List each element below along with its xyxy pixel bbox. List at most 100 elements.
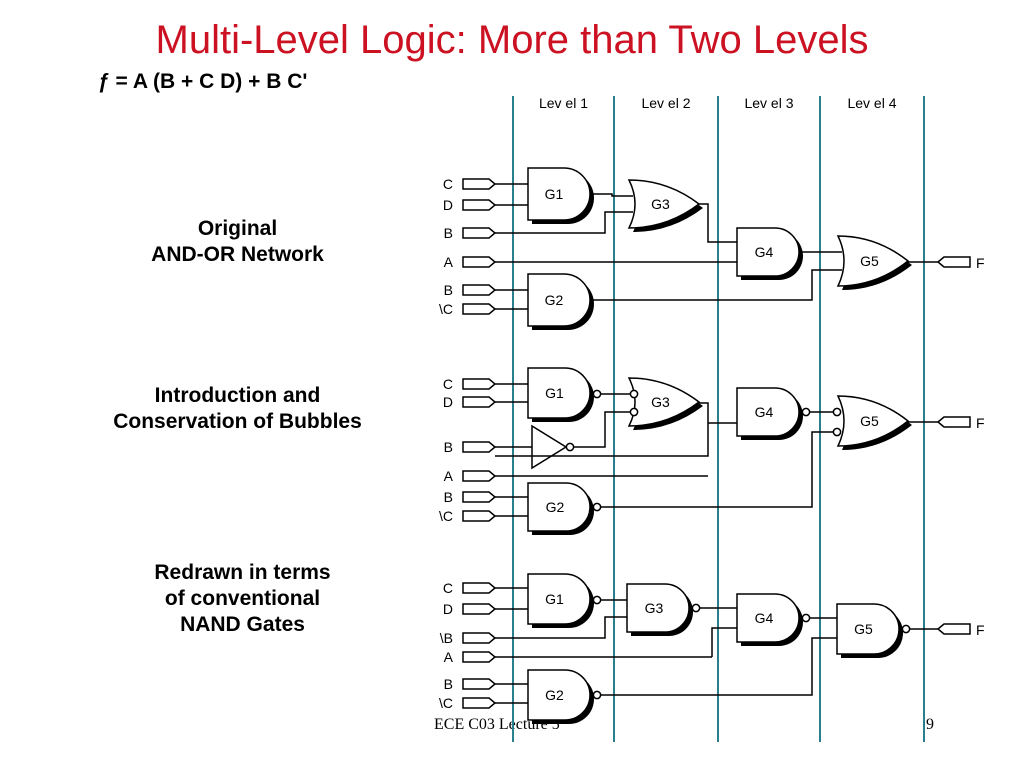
inversion-bubble (629, 389, 639, 399)
inversion-bubble (901, 624, 911, 634)
gate-label: G5 (854, 621, 873, 637)
input-connector (462, 697, 497, 709)
or-gate: G3 (627, 179, 703, 232)
output-connector (936, 256, 971, 268)
wire (711, 627, 737, 657)
and-gate: G5 (836, 603, 903, 658)
input-connector (462, 284, 497, 296)
input-label: B (444, 489, 453, 505)
or-gate: G5 (836, 395, 912, 450)
gate-label: G1 (545, 186, 564, 202)
input-connector (462, 582, 497, 594)
gate-label: G1 (545, 385, 564, 401)
inversion-bubble (565, 442, 575, 452)
inverter-body (531, 424, 568, 470)
input-label: B (444, 676, 453, 692)
input-connector (462, 256, 497, 268)
gate-body (527, 167, 591, 221)
and-gate: G1 (527, 167, 594, 224)
input-connector (462, 470, 497, 482)
wire (495, 402, 709, 457)
gate-label: G3 (651, 394, 670, 410)
gate-label: G2 (545, 292, 564, 308)
input-label: B (444, 282, 453, 298)
inversion-bubble (592, 690, 602, 700)
section-label-line: Original (197, 217, 278, 240)
section-label-bubbles: Introduction and Conservation of Bubbles (70, 383, 405, 435)
input-label: \B (440, 630, 453, 646)
gate-body (736, 387, 800, 437)
output-label: F (976, 622, 985, 638)
level-header: Lev el 4 (847, 95, 896, 111)
section-label-line: Redrawn in terms (154, 561, 331, 584)
inversion-bubble (832, 407, 842, 417)
gate-label: G4 (755, 244, 774, 260)
gate-body (527, 273, 591, 327)
inversion-bubble (801, 407, 811, 417)
wire (699, 203, 737, 243)
gate-body (836, 603, 900, 655)
inversion-bubble (592, 595, 602, 605)
level-header: Lev el 2 (641, 95, 690, 111)
gate-body (836, 395, 910, 447)
and-gate: G4 (736, 593, 803, 646)
input-connector (462, 603, 497, 615)
input-connector (462, 441, 497, 453)
input-connector (462, 303, 497, 315)
wire (590, 193, 633, 197)
gate-label: G4 (755, 404, 774, 420)
wire (574, 411, 630, 448)
gate-body (527, 482, 591, 532)
input-label: C (443, 376, 453, 392)
input-connector (462, 678, 497, 690)
input-connector (462, 227, 497, 239)
input-label: D (443, 197, 453, 213)
gate-label: G3 (645, 600, 664, 616)
input-label: B (444, 225, 453, 241)
gate-body (736, 227, 800, 277)
section-label-line: Conservation of Bubbles (113, 410, 362, 433)
output-label: F (976, 415, 985, 431)
input-connector (462, 651, 497, 663)
input-label: B (444, 439, 453, 455)
and-gate: G4 (736, 387, 803, 440)
gate-body (736, 593, 800, 643)
gate-label: G5 (860, 413, 879, 429)
gate-body (527, 367, 591, 419)
inversion-bubble (832, 427, 842, 437)
wire (601, 431, 833, 508)
and-gate: G2 (527, 482, 594, 535)
wire (495, 616, 627, 639)
gate-label: G2 (546, 499, 565, 515)
level-header: Lev el 1 (539, 95, 588, 111)
and-gate: G2 (527, 669, 594, 724)
input-label: D (443, 394, 453, 410)
input-connector (462, 178, 497, 190)
section-label-line: of conventional (164, 587, 321, 610)
gate-body (527, 669, 591, 721)
and-gate: G1 (527, 367, 594, 422)
or-gate: G5 (836, 235, 912, 290)
gate-label: G1 (545, 591, 564, 607)
wire (601, 637, 837, 696)
input-label: A (444, 468, 454, 484)
inversion-bubble (629, 407, 639, 417)
or-gate: G3 (627, 377, 703, 430)
section-label-line: NAND Gates (180, 613, 305, 636)
inversion-bubble (592, 502, 602, 512)
inversion-bubble (592, 389, 602, 399)
gate-body (527, 573, 591, 625)
gate-label: G4 (755, 610, 774, 626)
and-gate: G1 (527, 573, 594, 628)
section-label-original: Original AND-OR Network (100, 216, 375, 268)
input-connector (462, 199, 497, 211)
slide-title: Multi-Level Logic: More than Two Levels (155, 18, 869, 62)
input-label: A (444, 254, 454, 270)
input-label: D (443, 601, 453, 617)
section-label-line: AND-OR Network (151, 243, 324, 266)
gate-body (627, 377, 701, 427)
input-connector (462, 396, 497, 408)
input-label: \C (439, 695, 453, 711)
section-label-nand: Redrawn in terms of conventional NAND Ga… (100, 560, 385, 638)
input-label: A (444, 649, 454, 665)
